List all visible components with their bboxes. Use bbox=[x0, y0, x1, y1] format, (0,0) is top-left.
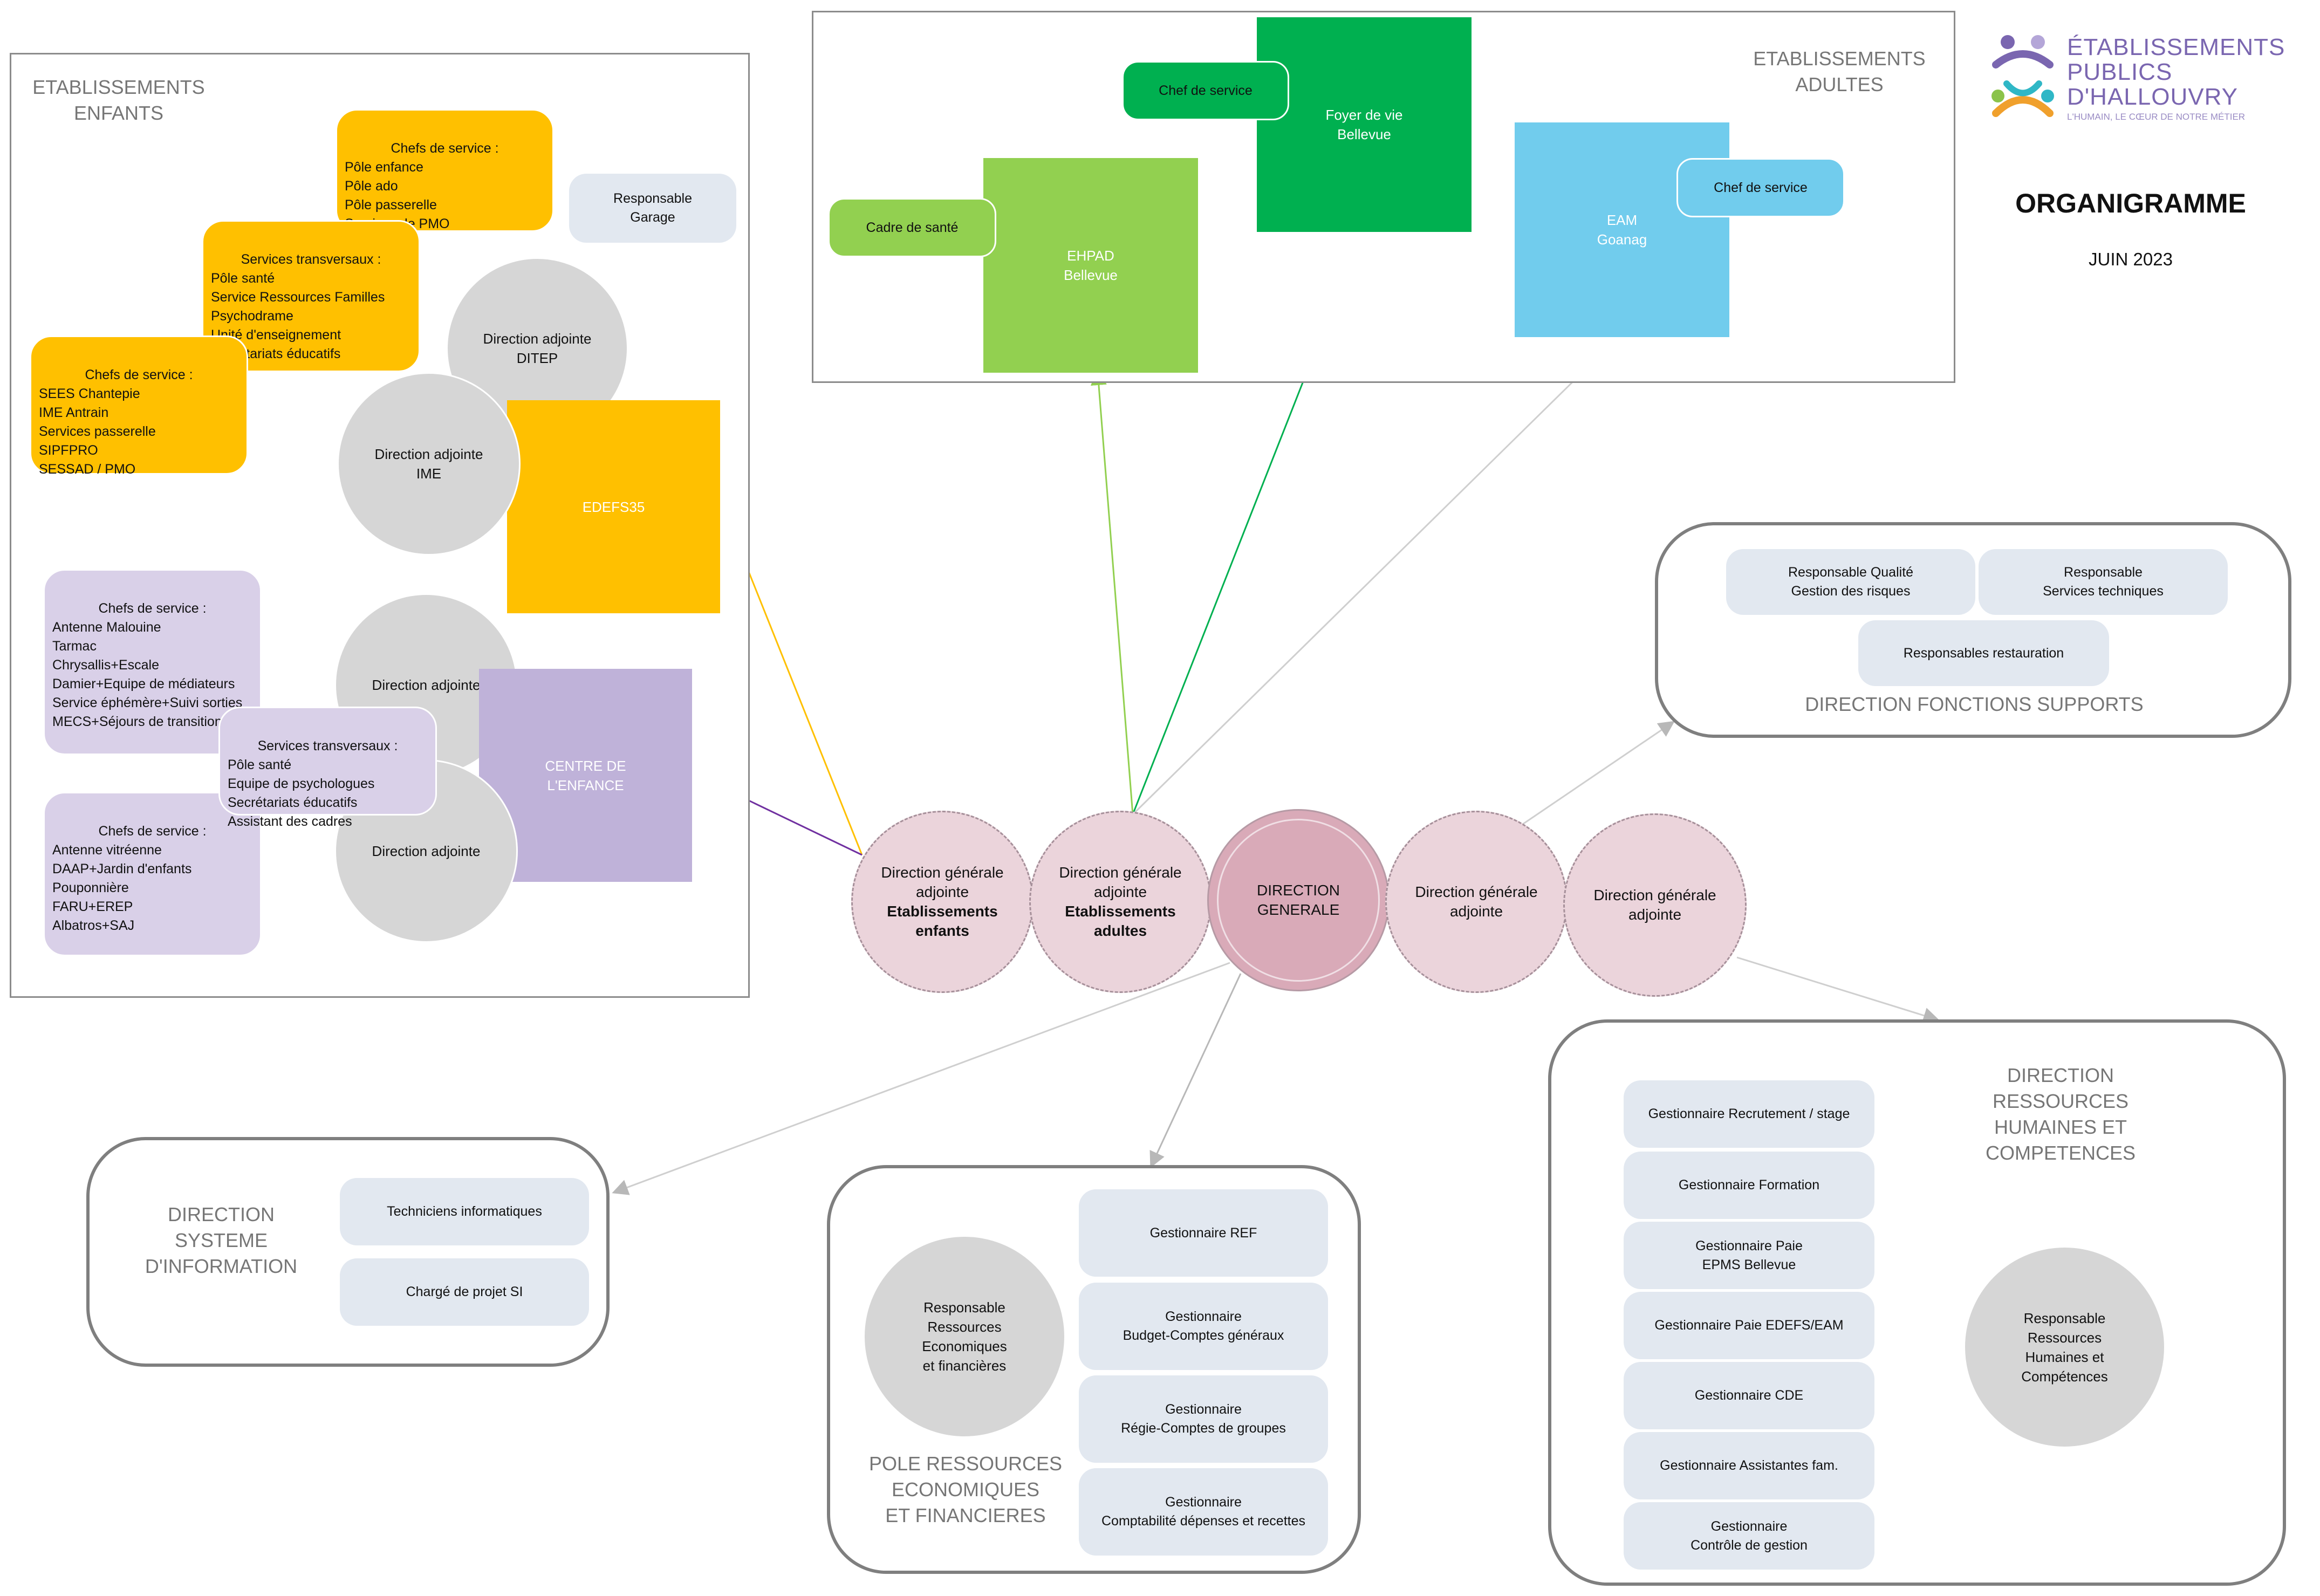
gestionnaire-budget: Gestionnaire Budget-Comptes généraux bbox=[1079, 1283, 1328, 1370]
chefs-service-centre-1-items: Antenne Malouine Tarmac Chrysallis+Escal… bbox=[52, 620, 243, 729]
chefs-service-ime: Chefs de service : SEES Chantepie IME Ant… bbox=[30, 335, 248, 477]
enfants-title: ETABLISSEMENTS ENFANTS bbox=[32, 76, 205, 124]
chefs-service-centre-2: Chefs de service : Antenne vitréenne DAAP… bbox=[43, 792, 262, 956]
page-date: JUIN 2023 bbox=[2089, 249, 2173, 269]
line-dga-adultes-eam bbox=[1132, 334, 1621, 816]
responsable-ressources-economiques: Responsable Ressources Economiques et fi… bbox=[863, 1235, 1066, 1438]
dga-enfants-label: Direction générale adjointe bbox=[881, 864, 1004, 900]
dga-adultes-bold: Etablissements adultes bbox=[1065, 903, 1176, 939]
fonctions-supports-title: DIRECTION FONCTIONS SUPPORTS bbox=[1805, 693, 2144, 715]
line-dg-dsi bbox=[612, 962, 1230, 1195]
gestionnaire-paie-edefs: Gestionnaire Paie EDEFS/EAM bbox=[1624, 1292, 1874, 1359]
foyer-de-vie-box: Foyer de vie Bellevue bbox=[1257, 17, 1472, 232]
chef-de-service-foyer: Chef de service bbox=[1122, 61, 1289, 120]
gestionnaire-ref: Gestionnaire REF bbox=[1079, 1189, 1328, 1277]
dga-4: Direction générale adjointe bbox=[1563, 813, 1747, 997]
responsable-qualite: Responsable Qualité Gestion des risques bbox=[1726, 549, 1975, 615]
edefs35-box: EDEFS35 bbox=[507, 400, 720, 613]
line-dga4-drh bbox=[1736, 956, 1940, 1024]
techniciens-informatiques: Techniciens informatiques bbox=[340, 1178, 589, 1245]
responsable-services-techniques: Responsable Services techniques bbox=[1979, 549, 2228, 615]
cadre-de-sante: Cadre de santé bbox=[828, 198, 996, 257]
responsables-restauration: Responsables restauration bbox=[1858, 620, 2109, 686]
gestionnaire-paie-epms: Gestionnaire Paie EPMS Bellevue bbox=[1624, 1222, 1874, 1289]
logo-mark-icon bbox=[1991, 35, 2054, 117]
drh-title: DIRECTION RESSOURCES HUMAINES ET COMPETE… bbox=[1985, 1064, 2136, 1164]
services-transversaux-ditep: Services transversaux :Pôle santé Servic… bbox=[202, 220, 420, 372]
dga-3: Direction générale adjointe bbox=[1385, 811, 1568, 993]
logo-line-2: PUBLICS bbox=[2067, 59, 2173, 85]
direction-adjointe-ime: Direction adjointe IME bbox=[337, 372, 521, 556]
eam-box: EAM Goanag bbox=[1515, 122, 1729, 337]
services-transversaux-centre-items: Pôle santé Equipe de psychologues Secrét… bbox=[228, 757, 375, 829]
gestionnaire-assistantes: Gestionnaire Assistantes fam. bbox=[1624, 1432, 1874, 1499]
line-dga-adultes-ehpad bbox=[1090, 369, 1134, 815]
dsi-title: DIRECTION SYSTEME D'INFORMATION bbox=[145, 1203, 298, 1277]
logo-text: ÉTABLISSEMENTS PUBLICS D'HALLOUVRY L'HUM… bbox=[2067, 35, 2315, 125]
page-title: ORGANIGRAMME bbox=[2015, 188, 2246, 218]
chefs-service-ime-title: Chefs de service : bbox=[85, 367, 193, 382]
services-transversaux-centre-title: Services transversaux : bbox=[257, 738, 398, 754]
chefs-service-ditep-title: Chefs de service : bbox=[391, 141, 499, 156]
chefs-service-ditep: Chefs de service :Pôle enfance Pôle ado … bbox=[336, 109, 554, 232]
dga-adultes-label: Direction générale adjointe bbox=[1059, 864, 1182, 900]
logo-line-1: ÉTABLISSEMENTS bbox=[2067, 34, 2285, 60]
line-dga3-supports bbox=[1521, 721, 1675, 826]
logo-tagline: L'HUMAIN, LE CŒUR DE NOTRE MÉTIER bbox=[2067, 112, 2246, 122]
chef-de-service-eam: Chef de service bbox=[1676, 158, 1845, 217]
line-dg-pole-eco bbox=[1149, 973, 1242, 1168]
ehpad-box: EHPAD Bellevue bbox=[983, 158, 1198, 373]
chefs-service-ime-items: SEES Chantepie IME Antrain Services pass… bbox=[39, 386, 156, 477]
direction-generale: DIRECTION GENERALE bbox=[1207, 809, 1390, 991]
chefs-service-centre-1-title: Chefs de service : bbox=[98, 601, 207, 616]
charge-de-projet-si: Chargé de projet SI bbox=[340, 1258, 589, 1326]
responsable-rh: Responsable Ressources Humaines et Compé… bbox=[1963, 1246, 2166, 1448]
gestionnaire-recrutement: Gestionnaire Recrutement / stage bbox=[1624, 1080, 1874, 1148]
pole-eco-title: POLE RESSOURCES ECONOMIQUES ET FINANCIER… bbox=[868, 1453, 1063, 1526]
gestionnaire-comptabilite: Gestionnaire Comptabilité dépenses et re… bbox=[1079, 1468, 1328, 1556]
adultes-title: ETABLISSEMENTS ADULTES bbox=[1753, 47, 1926, 95]
gestionnaire-controle-gestion: Gestionnaire Contrôle de gestion bbox=[1624, 1502, 1874, 1570]
dsi-panel bbox=[86, 1137, 610, 1367]
logo-line-3: D'HALLOUVRY bbox=[2067, 84, 2238, 110]
chefs-service-centre-2-title: Chefs de service : bbox=[98, 824, 207, 839]
services-transversaux-ditep-title: Services transversaux : bbox=[241, 252, 381, 267]
dga-enfants-bold: Etablissements enfants bbox=[887, 903, 998, 939]
gestionnaire-regie: Gestionnaire Régie-Comptes de groupes bbox=[1079, 1375, 1328, 1463]
chefs-service-centre-2-items: Antenne vitréenne DAAP+Jardin d'enfants … bbox=[52, 842, 192, 933]
gestionnaire-formation: Gestionnaire Formation bbox=[1624, 1152, 1874, 1219]
responsable-garage: Responsable Garage bbox=[569, 174, 736, 243]
services-transversaux-centre: Services transversaux : Pôle santé Equipe… bbox=[218, 707, 437, 829]
direction-generale-label: DIRECTION GENERALE bbox=[1217, 819, 1380, 982]
gestionnaire-cde: Gestionnaire CDE bbox=[1624, 1362, 1874, 1429]
